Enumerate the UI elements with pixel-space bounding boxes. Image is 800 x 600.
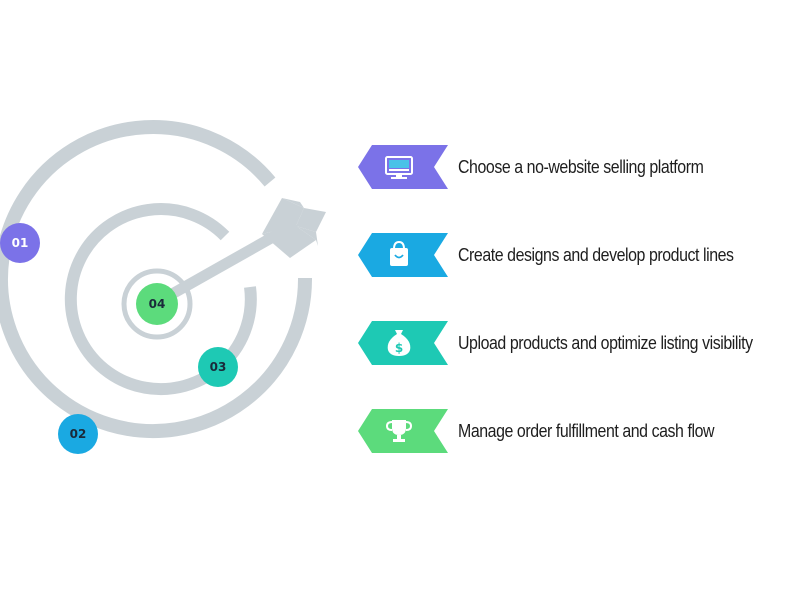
step-4-label: Manage order fulfillment and cash flow [458,420,715,441]
inner-ring [121,268,193,340]
step-3-label: Upload products and optimize listing vis… [458,332,753,353]
badge-03: 03 [198,347,238,387]
badge-01-label: 01 [12,236,29,250]
badge-02: 02 [58,414,98,454]
badge-04-label: 04 [149,297,166,311]
badge-02-label: 02 [70,427,87,441]
step-4-tag [358,409,448,453]
step-3: $ Upload products and optimize listing v… [358,321,800,365]
step-1-tag [358,145,448,189]
shopping-bag-icon [390,240,408,266]
monitor-icon [385,156,413,179]
trophy-icon [385,420,413,442]
badge-03-label: 03 [210,360,227,374]
step-2-label: Create designs and develop product lines [458,244,734,265]
step-1-label: Choose a no-website selling platform [458,156,704,177]
step-2: Create designs and develop product lines [358,233,778,277]
money-bag-icon: $ [387,330,411,356]
badge-04: 04 [136,283,178,325]
step-1: Choose a no-website selling platform [358,145,743,189]
step-3-tag: $ [358,321,448,365]
arrow-fletching-icon [262,198,326,258]
step-2-tag [358,233,448,277]
badge-01: 01 [0,223,40,263]
step-4: Manage order fulfillment and cash flow [358,409,756,453]
outer-ring [0,120,313,438]
svg-text:$: $ [395,341,403,355]
